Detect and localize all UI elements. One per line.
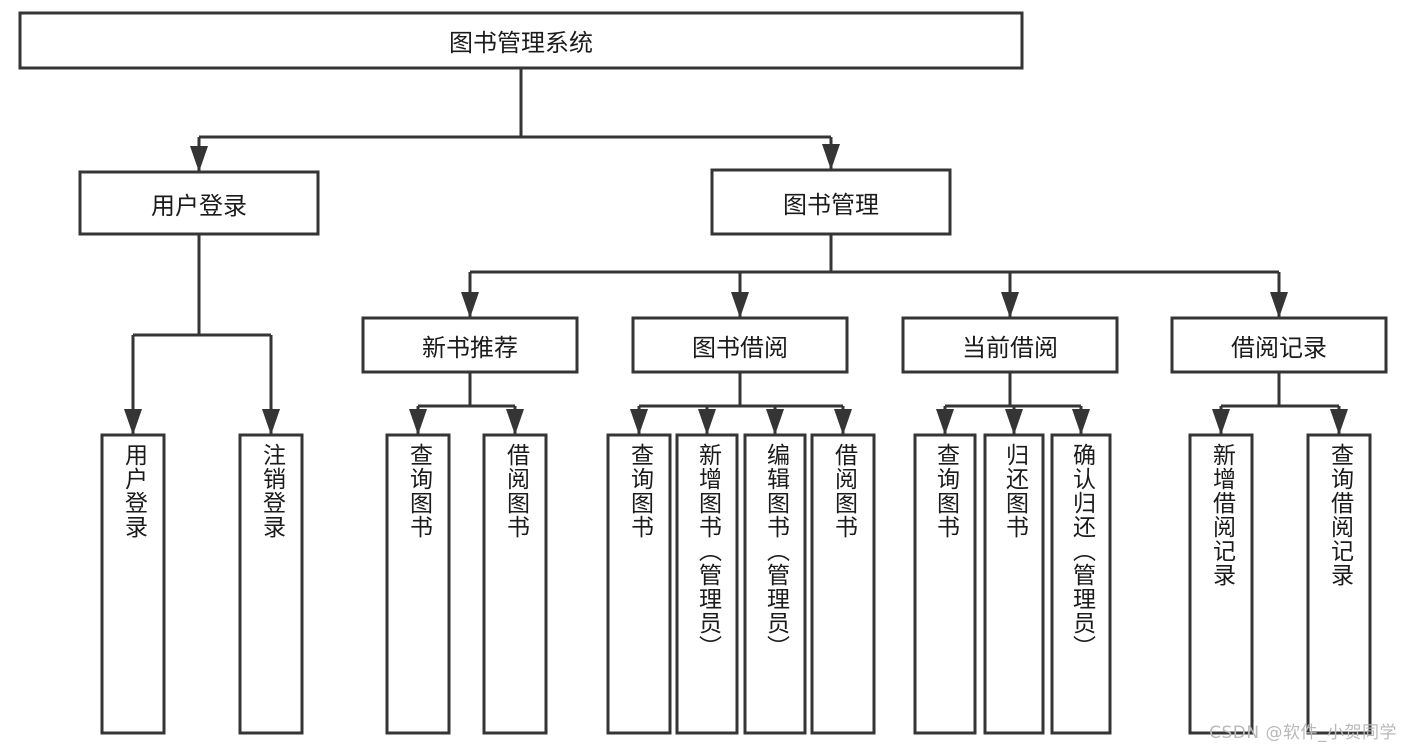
node-用户登录-l2-0[interactable] [78, 170, 320, 236]
arrow-head-icon [262, 409, 280, 435]
node-注销登录-leaf-1[interactable] [238, 433, 304, 735]
node-用户登录-leaf-0[interactable] [100, 433, 166, 735]
arrow-head-icon [766, 409, 784, 435]
node-借阅记录-l3-3[interactable] [1170, 316, 1388, 374]
arrow-head-icon [506, 409, 524, 435]
arrow-head-icon [1330, 409, 1348, 435]
node-查询图书-leaf-8[interactable] [913, 433, 977, 735]
node-新增借阅记录-leaf-11[interactable] [1188, 433, 1254, 735]
node-查询借阅记录-leaf-12[interactable] [1306, 433, 1372, 735]
arrow-head-icon [461, 292, 479, 318]
arrow-head-icon [190, 146, 208, 172]
arrow-head-icon [630, 409, 648, 435]
arrow-head-icon [698, 409, 716, 435]
arrow-head-icon [1005, 409, 1023, 435]
watermark-text: CSDN @软件_小贺同学 [1209, 723, 1397, 743]
node-确认归还管理员-leaf-10[interactable] [1050, 433, 1112, 735]
node-归还图书-leaf-9[interactable] [983, 433, 1045, 735]
node-借阅图书-leaf-3[interactable] [482, 433, 548, 735]
node-当前借阅-l3-2[interactable] [901, 316, 1119, 374]
node-图书管理系统-root[interactable] [18, 11, 1024, 70]
node-图书借阅-l3-1[interactable] [631, 316, 849, 374]
node-借阅图书-leaf-7[interactable] [810, 433, 876, 735]
arrow-head-icon [1072, 409, 1090, 435]
arrow-head-icon [834, 409, 852, 435]
node-新书推荐-l3-0[interactable] [361, 316, 579, 374]
node-编辑图书管理员-leaf-6[interactable] [743, 433, 807, 735]
arrow-head-icon [936, 409, 954, 435]
arrow-head-icon [822, 144, 840, 170]
arrow-head-icon [731, 292, 749, 318]
arrow-head-icon [1001, 292, 1019, 318]
arrow-head-icon [1212, 409, 1230, 435]
node-图书管理-l2-1[interactable] [710, 168, 952, 236]
node-查询图书-leaf-2[interactable] [385, 433, 451, 735]
arrow-head-icon [124, 409, 142, 435]
node-查询图书-leaf-4[interactable] [606, 433, 672, 735]
node-新增图书管理员-leaf-5[interactable] [675, 433, 739, 735]
arrow-head-icon [409, 409, 427, 435]
arrow-head-icon [1270, 292, 1288, 318]
